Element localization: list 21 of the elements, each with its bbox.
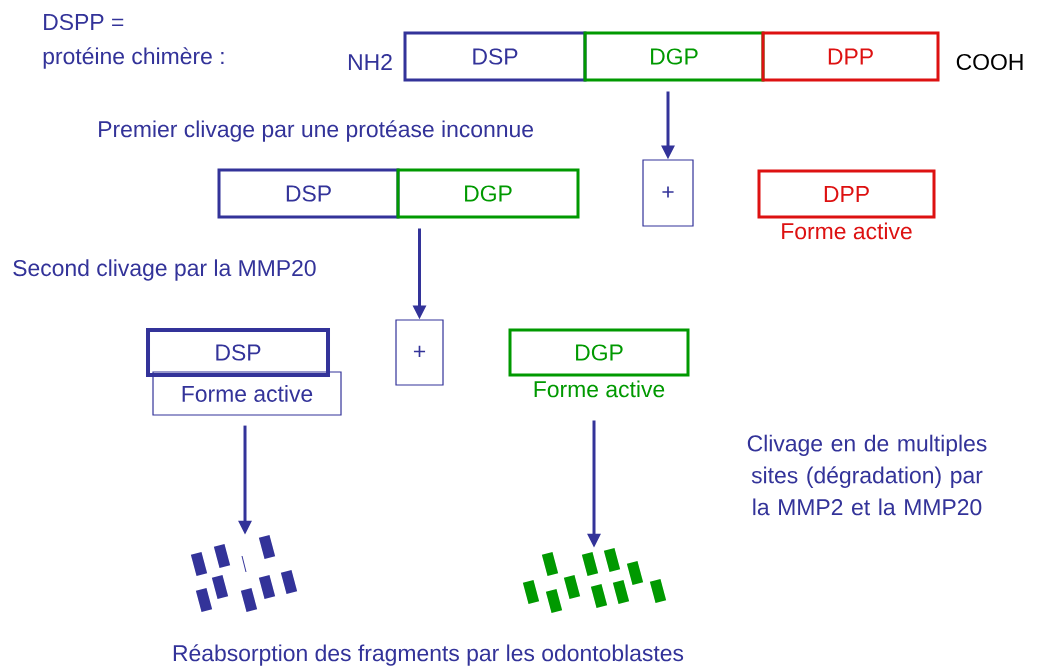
status-label: Forme active	[534, 380, 665, 398]
label-box: Forme active	[152, 371, 342, 416]
protein-domain-box: DGP	[396, 168, 580, 219]
fragments-drawing	[190, 534, 298, 613]
step-caption: Second clivage par la MMP20	[13, 259, 316, 281]
plus-box: +	[642, 159, 694, 227]
fragments-drawing	[522, 547, 667, 614]
plus-box: +	[395, 319, 444, 386]
protein-domain-box: DGP	[583, 31, 765, 82]
footer-caption: Réabsorption des fragments par les odontoblastes	[173, 644, 684, 666]
protein-domain-box: DPP	[757, 169, 936, 219]
step-caption: Clivage en de multiples sites (dégradation) par la MMP2 et la MMP20	[747, 434, 987, 516]
protein-domain-box: DPP	[761, 31, 940, 82]
heading-text: DSPP =	[44, 13, 124, 31]
protein-domain-box: DSP	[217, 168, 400, 219]
step-caption: Premier clivage par une protéase inconnue	[99, 120, 533, 142]
heading-text: protéine chimère :	[43, 47, 224, 69]
protein-domain-box: DSP	[146, 328, 330, 377]
protein-domain-box: DSP	[403, 31, 587, 82]
status-label: Forme active	[782, 222, 912, 240]
protein-domain-box: DGP	[508, 328, 690, 377]
